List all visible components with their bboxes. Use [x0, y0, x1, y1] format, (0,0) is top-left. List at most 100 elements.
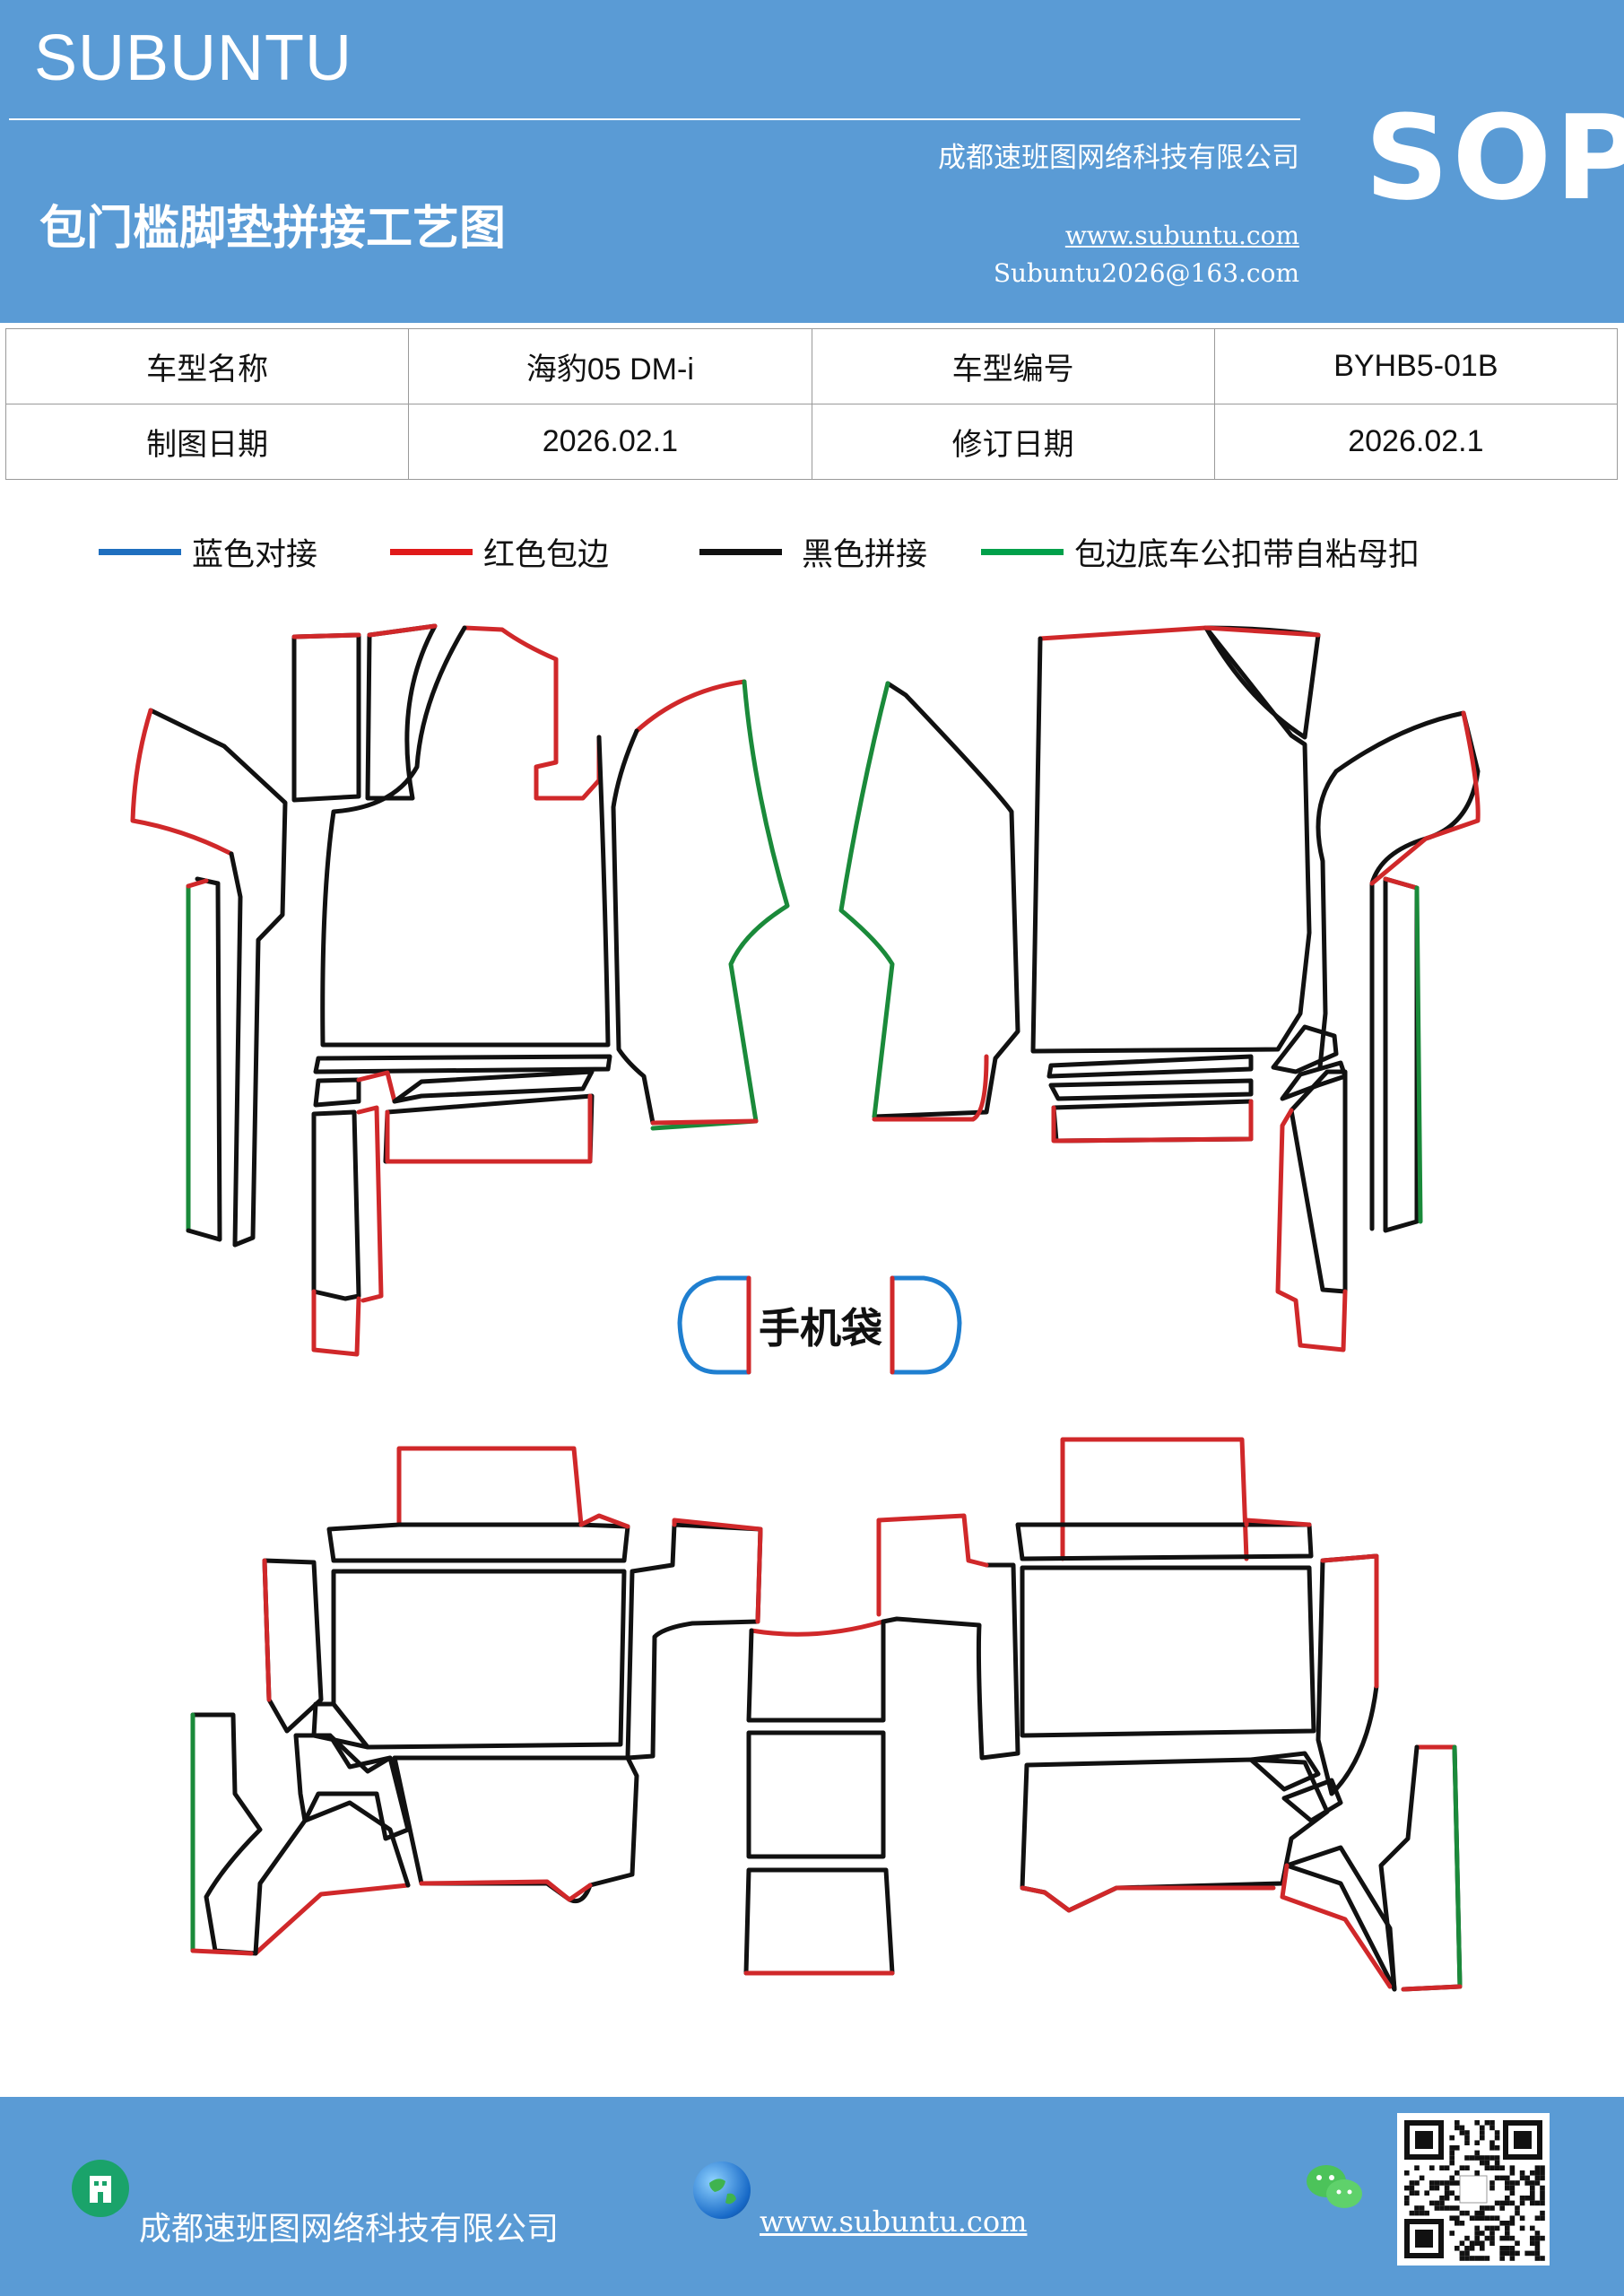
mat-piece: [1275, 1108, 1348, 1352]
legend-item-black: 黑色拼接: [699, 529, 927, 575]
legend-swatch-black: [699, 549, 782, 555]
mat-piece: [743, 1867, 895, 1976]
header-divider: [9, 118, 1300, 120]
mat-piece: [311, 1701, 370, 1750]
footer-company: 成都速班图网络科技有限公司: [139, 2211, 560, 2248]
mat-piece: [229, 851, 243, 1248]
mat-piece: [650, 1118, 759, 1126]
mat-piece: [1280, 1060, 1348, 1101]
draw-date-label: 制图日期: [4, 404, 410, 480]
qr-code: [1397, 2113, 1550, 2266]
phone-bag-label: 手机袋: [759, 1304, 882, 1352]
mat-piece: [462, 625, 602, 801]
mat-piece: [625, 1522, 763, 1761]
mat-piece: [1333, 710, 1481, 1231]
mat-piece: [881, 1562, 1020, 1761]
mat-piece: [749, 1619, 886, 1637]
mat-piece: [746, 1619, 886, 1723]
header-website-link[interactable]: www.subuntu.com: [1064, 221, 1299, 250]
header-email: Subuntu2026@163.com: [993, 258, 1299, 288]
mat-piece: [1452, 1744, 1463, 1989]
mat-piece: [1383, 876, 1420, 1233]
table-row: 制图日期 2026.02.1 修订日期 2026.02.1: [4, 404, 1619, 480]
mat-piece: [130, 708, 234, 857]
mat-piece: [313, 1077, 361, 1108]
mat-piece: [383, 1093, 595, 1164]
mat-piece: [392, 1755, 639, 1904]
legend-label: 包边底车公扣带自粘母扣: [1074, 537, 1420, 573]
model-name-label: 车型名称: [4, 328, 410, 404]
footer-banner: 成都速班图网络科技有限公司 www.subuntu.com: [0, 2097, 1624, 2296]
mat-piece: [838, 681, 895, 1119]
mat-piece: [190, 1712, 263, 1956]
rear-center-mat-group: [743, 1619, 895, 1976]
mat-piece: [677, 1275, 751, 1375]
mat-piece: [1369, 710, 1481, 886]
mat-piece: [148, 708, 288, 1248]
footer-website-link[interactable]: www.subuntu.com: [760, 2205, 1028, 2239]
legend-swatch-green: [981, 549, 1064, 555]
draw-date-value: 2026.02.1: [408, 404, 812, 480]
mat-piece: [262, 1558, 272, 1702]
mat-piece: [1046, 1054, 1254, 1079]
mat-piece: [1030, 625, 1312, 1054]
mat-piece: [890, 1275, 962, 1375]
mat-piece: [872, 1054, 989, 1122]
mat-piece: [419, 1879, 593, 1902]
model-no-value: BYHB5-01B: [1213, 328, 1619, 404]
mat-piece: [1020, 1885, 1276, 1913]
mat-piece: [650, 679, 790, 1131]
mat-piece: [253, 1800, 411, 1956]
mat-piece: [291, 632, 361, 639]
table-row: 车型名称 海豹05 DM-i 车型编号 BYHB5-01B: [4, 328, 1619, 404]
mat-piece: [313, 1054, 612, 1074]
mat-piece: [634, 679, 747, 734]
legend-item-green: 包边底车公扣带自粘母扣: [981, 529, 1420, 575]
mat-piece: [1414, 885, 1423, 1224]
mat-piece: [1051, 1099, 1254, 1144]
revise-date-value: 2026.02.1: [1213, 404, 1619, 480]
floor-mat-diagram: 手机袋: [130, 623, 1481, 1992]
mat-piece: [356, 1070, 397, 1104]
legend-item-red: 红色包边: [390, 529, 609, 575]
legend-item-blue: 蓝色对接: [99, 529, 317, 575]
rear-left-mat-group: [190, 1446, 763, 1956]
legend-label: 黑色拼接: [802, 537, 928, 573]
front-right-mat-group: [838, 625, 1481, 1352]
mat-piece: [1248, 1751, 1321, 1792]
mat-piece: [367, 623, 438, 638]
mat-piece: [186, 878, 209, 889]
header-banner: SUBUNTU 包门槛脚垫拼接工艺图 成都速班图网络科技有限公司 www.sub…: [0, 0, 1624, 323]
mat-piece: [1320, 1553, 1379, 1689]
mat-piece: [1038, 625, 1209, 641]
mat-piece: [1316, 1553, 1379, 1796]
mat-piece: [186, 876, 222, 1242]
color-legend: 蓝色对接 红色包边 黑色拼接 包边底车公扣带自粘母扣: [0, 529, 1624, 574]
mat-piece: [291, 632, 361, 803]
mat-piece: [385, 1093, 593, 1164]
mat-piece: [1383, 876, 1420, 891]
mat-piece: [1048, 1078, 1254, 1101]
brand-name: SUBUNTU: [34, 22, 353, 94]
mat-piece: [872, 681, 1020, 1119]
mat-piece: [1281, 1778, 1343, 1823]
legend-swatch-blue: [99, 549, 181, 555]
mat-piece: [365, 623, 438, 801]
building-icon: [72, 2160, 129, 2217]
front-left-mat-group: [130, 623, 790, 1357]
mat-piece: [1051, 1099, 1254, 1144]
legend-label: 蓝色对接: [192, 537, 318, 573]
mat-piece: [327, 1733, 393, 1774]
mat-piece: [1203, 625, 1321, 740]
mat-piece: [253, 1883, 411, 1956]
mat-piece: [311, 1289, 361, 1357]
mat-piece: [311, 1109, 361, 1301]
mat-piece: [1401, 1984, 1463, 1992]
mat-piece: [672, 1518, 763, 1624]
mat-piece: [1060, 1437, 1249, 1561]
mat-piece: [578, 1513, 630, 1529]
sop-badge: SOP: [1365, 90, 1624, 226]
mat-piece: [1020, 1565, 1316, 1738]
mat-piece: [262, 1558, 324, 1734]
legend-swatch-red: [390, 549, 473, 555]
